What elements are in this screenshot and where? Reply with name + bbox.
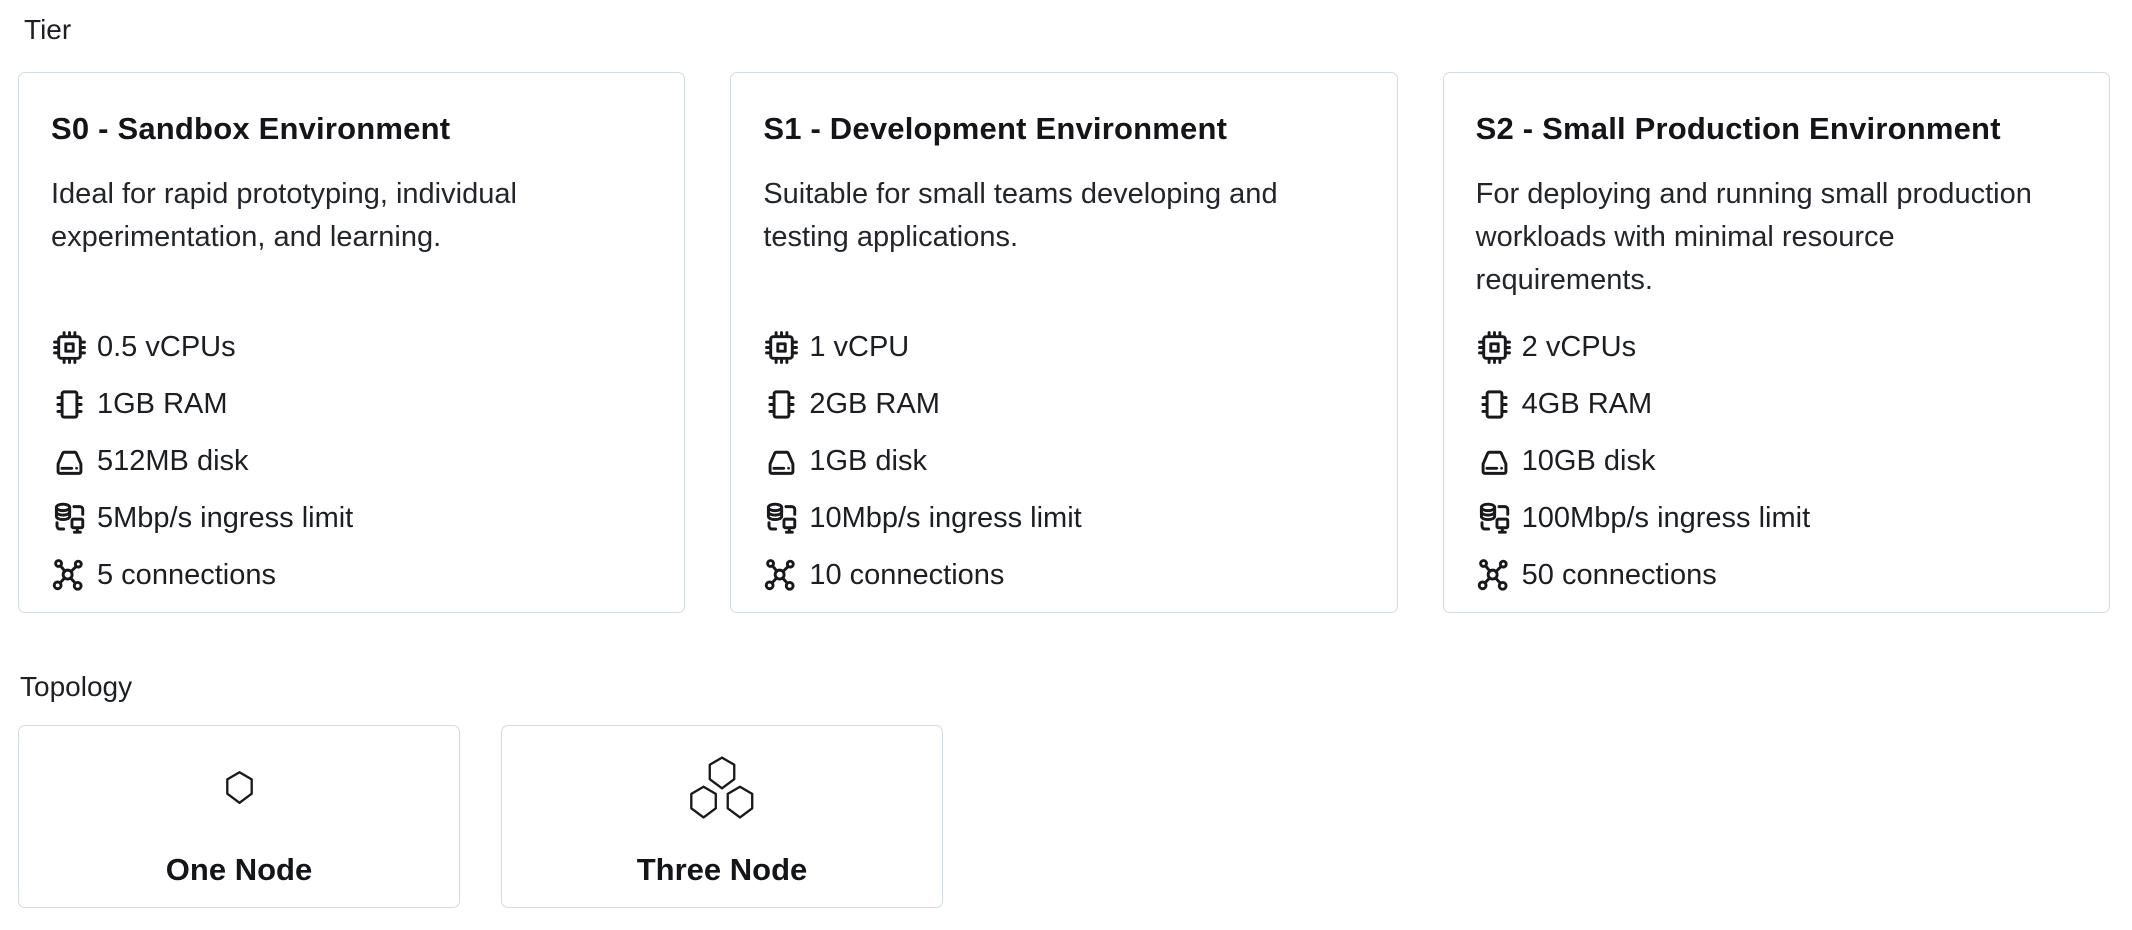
connections-icon (51, 557, 88, 594)
spec-text: 4GB RAM (1521, 388, 1653, 420)
connections-icon (763, 557, 800, 594)
tier-card-title: S0 - Sandbox Environment (51, 111, 451, 146)
tier-card-description: For deploying and running small producti… (1475, 178, 2032, 296)
spec-row: 2GB RAM (763, 376, 1364, 433)
spec-text: 1GB RAM (97, 388, 228, 420)
ram-icon (763, 386, 800, 423)
tier-card-title: S1 - Development Environment (763, 111, 1228, 146)
spec-row: 10Mbp/s ingress limit (763, 490, 1364, 547)
spec-text: 1GB disk (809, 445, 927, 477)
spec-row: 512MB disk (51, 433, 652, 490)
one-node-icon (224, 754, 255, 820)
spec-row: 1 vCPU (763, 319, 1364, 376)
spec-row: 10GB disk (1476, 433, 2077, 490)
spec-text: 512MB disk (97, 445, 249, 477)
spec-row: 1GB disk (763, 433, 1364, 490)
topology-card-one-node[interactable]: One Node (18, 725, 460, 908)
spec-row: 4GB RAM (1476, 376, 2077, 433)
spec-text: 50 connections (1521, 559, 1717, 591)
spec-text: 100Mbp/s ingress limit (1521, 502, 1811, 534)
spec-row: 5 connections (51, 547, 652, 604)
spec-row: 1GB RAM (51, 376, 652, 433)
tier-card-title: S2 - Small Production Environment (1475, 111, 2001, 146)
connections-icon (1476, 557, 1513, 594)
spec-text: 10Mbp/s ingress limit (809, 502, 1082, 534)
spec-text: 10GB disk (1521, 445, 1656, 477)
spec-list: 1 vCPU 2GB RAM 1GB disk 10Mbp/s ingress … (763, 319, 1364, 604)
ingress-icon (1476, 500, 1513, 537)
spec-text: 5 connections (97, 559, 276, 591)
topology-options: One Node Three Node (18, 725, 2110, 908)
tier-card-s0[interactable]: S0 - Sandbox Environment Ideal for rapid… (18, 72, 686, 613)
spec-text: 2 vCPUs (1521, 331, 1637, 363)
ram-icon (1476, 386, 1513, 423)
spec-row: 2 vCPUs (1476, 319, 2077, 376)
tier-options: S0 - Sandbox Environment Ideal for rapid… (18, 72, 2110, 613)
spec-list: 2 vCPUs 4GB RAM 10GB disk 100Mbp/s ingre… (1476, 319, 2077, 604)
cpu-icon (1476, 329, 1513, 366)
topology-card-label: One Node (165, 852, 313, 887)
tier-section-label: Tier (24, 14, 72, 45)
spec-row: 10 connections (763, 547, 1364, 604)
disk-icon (51, 443, 88, 480)
ram-icon (51, 386, 88, 423)
spec-text: 10 connections (809, 559, 1005, 591)
tier-card-s1[interactable]: S1 - Development Environment Suitable fo… (730, 72, 1398, 613)
spec-row: 5Mbp/s ingress limit (51, 490, 652, 547)
environment-config-panel: Tier S0 - Sandbox Environment Ideal for … (18, 14, 2110, 908)
ingress-icon (763, 500, 800, 537)
cpu-icon (763, 329, 800, 366)
ingress-icon (51, 500, 88, 537)
disk-icon (763, 443, 800, 480)
disk-icon (1476, 443, 1513, 480)
spec-list: 0.5 vCPUs 1GB RAM 512MB disk 5Mbp/s ingr… (51, 319, 652, 604)
spec-text: 2GB RAM (809, 388, 940, 420)
topology-card-three-node[interactable]: Three Node (501, 725, 943, 908)
topology-section-label: Topology (20, 671, 133, 702)
spec-text: 0.5 vCPUs (97, 331, 236, 363)
tier-card-description: Suitable for small teams developing and … (763, 178, 1278, 253)
spec-text: 1 vCPU (809, 331, 910, 363)
topology-card-label: Three Node (636, 852, 808, 887)
cpu-icon (51, 329, 88, 366)
tier-card-s2[interactable]: S2 - Small Production Environment For de… (1442, 72, 2110, 613)
three-node-icon (688, 754, 756, 820)
tier-card-description: Ideal for rapid prototyping, individual … (51, 178, 517, 253)
spec-row: 0.5 vCPUs (51, 319, 652, 376)
spec-row: 50 connections (1476, 547, 2077, 604)
spec-row: 100Mbp/s ingress limit (1476, 490, 2077, 547)
spec-text: 5Mbp/s ingress limit (97, 502, 354, 534)
